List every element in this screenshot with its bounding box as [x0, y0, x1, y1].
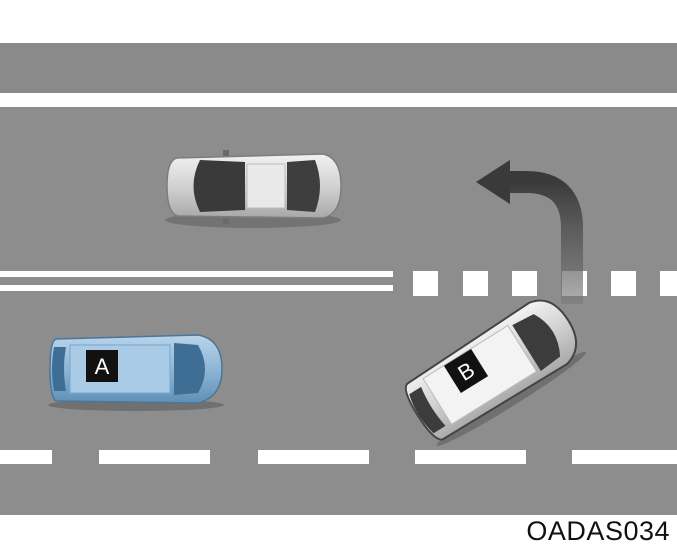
- edge-line-top: [0, 93, 677, 107]
- road-shoulder: [0, 43, 677, 93]
- vehicle-a-label: A: [95, 354, 110, 379]
- lane-dash-line: [0, 450, 677, 464]
- vehicle-b-label-box: [443, 348, 489, 394]
- curved-arrow-icon: [476, 160, 583, 304]
- figure-code: OADAS034: [523, 515, 673, 547]
- double-line-upper: [0, 271, 393, 277]
- vehicle-a-label-box: [86, 350, 118, 382]
- double-line-lower: [0, 285, 393, 291]
- vehicle-ahead: [165, 150, 342, 228]
- vehicle-a: [48, 334, 224, 411]
- vehicle-b: [404, 299, 586, 446]
